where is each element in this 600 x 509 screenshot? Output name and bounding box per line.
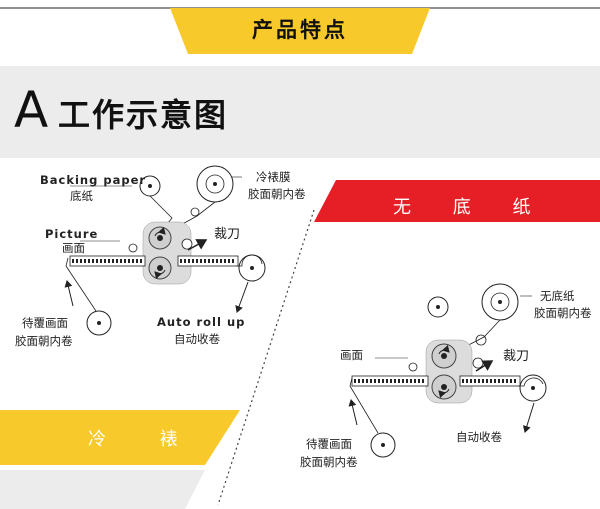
nobacking-band <box>314 180 600 222</box>
work-diagram <box>0 165 600 509</box>
label-film-line1-left: 冷裱膜 <box>256 170 291 184</box>
label-pending-line1-left: 待覆画面 <box>22 316 68 330</box>
label-backing-en: Backing paper <box>40 173 147 187</box>
label-pending-line2-left: 胶面朝内卷 <box>15 334 73 348</box>
label-cutter-right: 裁刀 <box>503 349 530 364</box>
cold-band <box>0 410 240 465</box>
label-autoroll-cn: 自动收卷 <box>174 332 220 346</box>
cold-mode-label: 冷 裱 <box>88 429 202 450</box>
label-pending-line1-right: 待覆画面 <box>306 437 352 451</box>
header-tab <box>0 7 600 54</box>
section-letter: A <box>14 81 49 139</box>
label-picture-right: 画面 <box>340 348 363 362</box>
label-film-line1-right: 无底纸 <box>540 289 575 303</box>
label-backing-cn: 底纸 <box>70 189 93 203</box>
divider-line <box>217 209 315 506</box>
label-autoroll-en: Auto roll up <box>157 315 246 329</box>
label-picture-en: Picture <box>45 227 99 241</box>
label-autoroll-right: 自动收卷 <box>456 430 502 444</box>
label-cutter-left: 裁刀 <box>214 227 241 242</box>
label-film-line2-left: 胶面朝内卷 <box>248 187 306 201</box>
section-title-area <box>0 66 600 158</box>
label-picture-cn: 画面 <box>62 241 85 255</box>
section-title: 工作示意图 <box>58 96 229 134</box>
label-film-line2-right: 胶面朝内卷 <box>534 306 592 320</box>
nobacking-mode-label: 无 底 纸 <box>393 197 549 218</box>
page-title: 产品特点 <box>252 18 348 42</box>
cold-band-shadow <box>0 470 205 509</box>
label-pending-line2-right: 胶面朝内卷 <box>300 455 358 469</box>
